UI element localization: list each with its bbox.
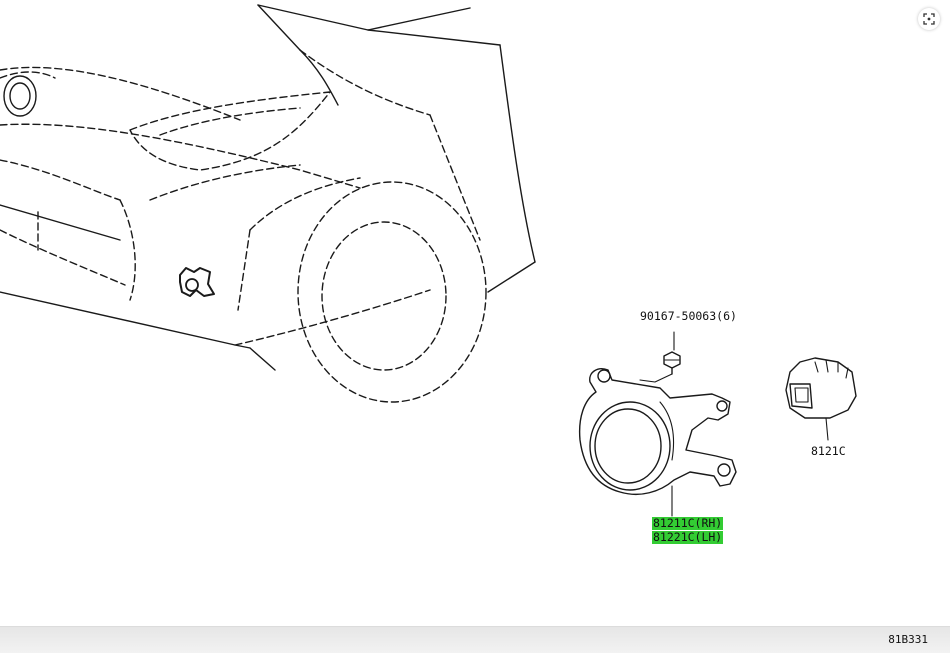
rear-lamp-outline	[129, 91, 331, 171]
car-body-outline	[0, 4, 536, 371]
bottom-bar: 81B331	[0, 626, 950, 653]
figure-code: 81B331	[888, 633, 928, 646]
exhaust-outline	[0, 71, 56, 117]
bolt-part	[639, 331, 681, 383]
bulb-socket-part	[785, 357, 857, 441]
zoom-fit-button[interactable]	[918, 8, 940, 30]
wheel-outline	[237, 177, 487, 403]
zoom-fit-icon	[923, 13, 935, 25]
bolt-part-number: 90167-50063(6)	[640, 309, 737, 323]
fog-lamp-assembly	[578, 368, 737, 517]
lamp-lh-part-number[interactable]: 81221C(LH)	[652, 530, 724, 544]
socket-part-number: 8121C	[811, 444, 846, 458]
car-body-dashed-lines	[0, 49, 481, 346]
fog-lamp-location-marker	[179, 267, 215, 297]
lamp-rh-part-number[interactable]: 81211C(RH)	[652, 516, 724, 530]
